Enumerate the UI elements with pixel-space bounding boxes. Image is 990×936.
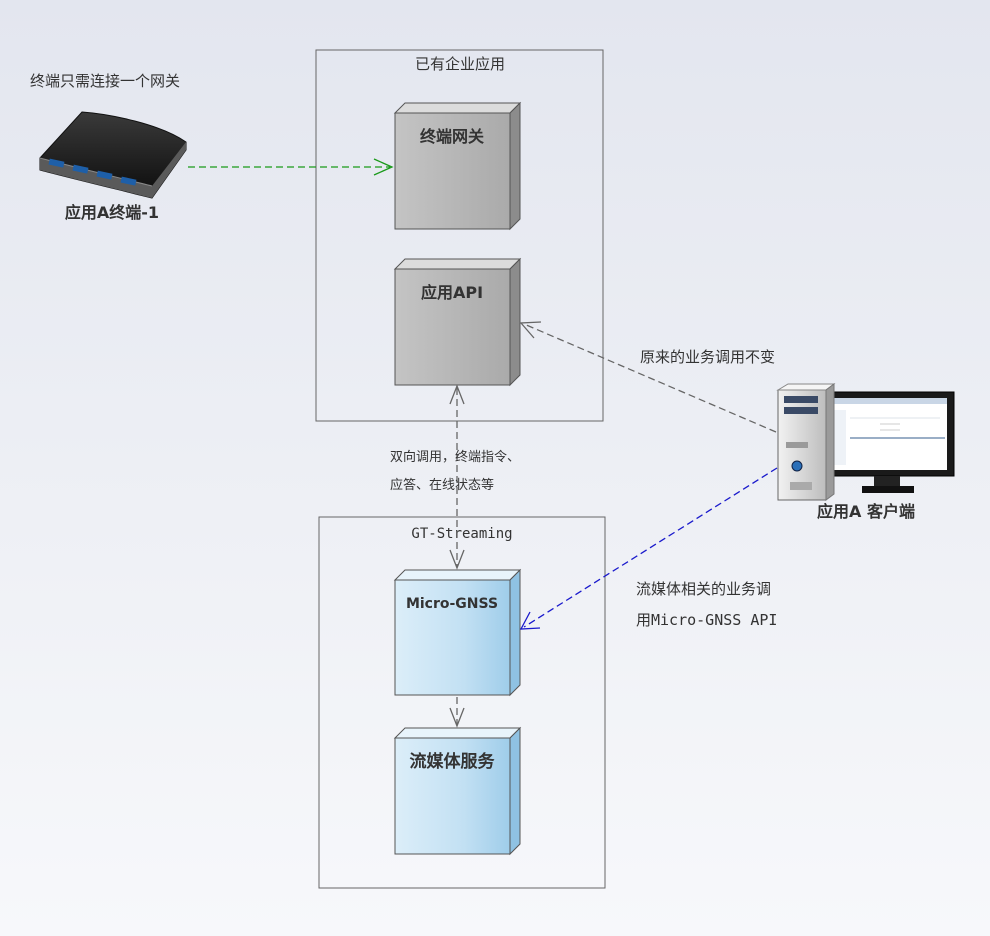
- annotation-bidirectional-line1: 双向调用，终端指令、: [390, 449, 520, 465]
- group-gt-streaming: GT-Streaming: [318, 516, 606, 889]
- node-app-api-label: 应用API: [421, 283, 483, 302]
- node-micro-gnss-label: Micro-GNSS: [406, 596, 498, 612]
- edge-terminal-to-gateway: [188, 158, 394, 176]
- annotation-business-unchanged: 原来的业务调用不变: [640, 348, 775, 366]
- annotation-bidirectional-line2: 应答、在线状态等: [390, 477, 494, 493]
- node-gateway-label: 终端网关: [420, 127, 484, 146]
- terminal-caption: 终端只需连接一个网关: [30, 72, 180, 90]
- edge-app-api-micro-gnss-bidirectional: [449, 384, 465, 570]
- client-pc[interactable]: 应用A 客户端: [776, 383, 955, 521]
- node-app-api[interactable]: 应用API: [393, 257, 522, 387]
- terminal-device[interactable]: 终端只需连接一个网关 应用A终端-1: [30, 72, 187, 222]
- annotation-media-line2: 用Micro-GNSS API: [636, 611, 777, 629]
- edge-client-to-app-api: [519, 321, 777, 433]
- annotation-media-line1: 流媒体相关的业务调: [636, 580, 771, 598]
- desktop-computer-icon: [776, 383, 955, 501]
- node-media-service[interactable]: 流媒体服务: [393, 726, 522, 856]
- node-micro-gnss[interactable]: Micro-GNSS: [393, 568, 522, 697]
- client-label: 应用A 客户端: [817, 502, 915, 521]
- node-media-service-label: 流媒体服务: [410, 751, 496, 772]
- node-terminal-gateway[interactable]: 终端网关: [393, 101, 522, 231]
- group-enterprise-app: 已有企业应用: [315, 49, 604, 422]
- terminal-label: 应用A终端-1: [65, 203, 159, 222]
- usb-hub-icon: [39, 111, 187, 199]
- edge-micro-gnss-to-media-service: [449, 697, 465, 728]
- group-enterprise-title: 已有企业应用: [415, 55, 505, 73]
- edge-client-to-micro-gnss: [519, 467, 778, 630]
- group-streaming-title: GT-Streaming: [411, 526, 512, 542]
